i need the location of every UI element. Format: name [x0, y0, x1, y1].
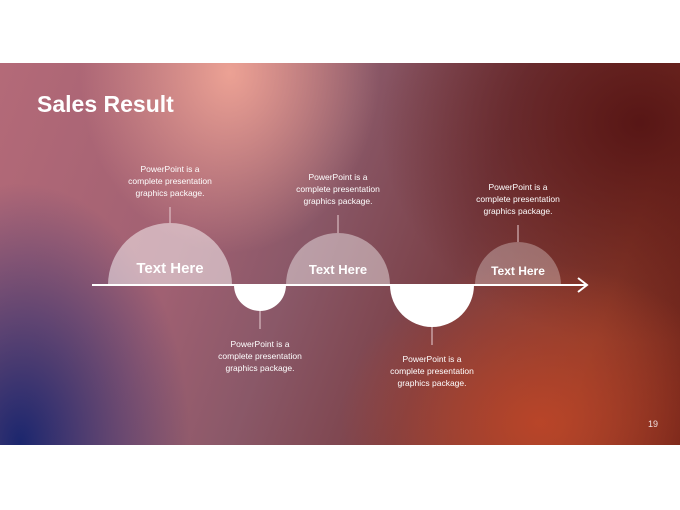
page-number: 19: [648, 419, 659, 429]
milestone-label-3: Text Here: [491, 264, 545, 278]
milestone-caption-3: PowerPoint is a complete presentation gr…: [476, 182, 560, 216]
slide-title: Sales Result: [37, 91, 174, 117]
slide: Sales Result Text Here Text Here Text He…: [0, 63, 680, 445]
timeline-diagram: [92, 207, 589, 345]
arrow-head-icon: [577, 277, 589, 293]
milestone-dome-3: [475, 242, 561, 285]
dip-caption-2: PowerPoint is a complete presentation gr…: [390, 354, 474, 388]
milestone-dome-1: [108, 223, 232, 285]
milestone-label-2: Text Here: [308, 262, 368, 277]
dip-caption-1: PowerPoint is a complete presentation gr…: [218, 339, 302, 373]
milestone-label-1: Text Here: [136, 260, 204, 277]
dip-bowl-1: [234, 285, 286, 311]
milestone-dome-2: [286, 233, 390, 285]
milestone-caption-2: PowerPoint is a complete presentation gr…: [296, 172, 380, 206]
dip-bowl-2: [390, 285, 474, 327]
milestone-caption-1: PowerPoint is a complete presentation gr…: [128, 164, 212, 198]
